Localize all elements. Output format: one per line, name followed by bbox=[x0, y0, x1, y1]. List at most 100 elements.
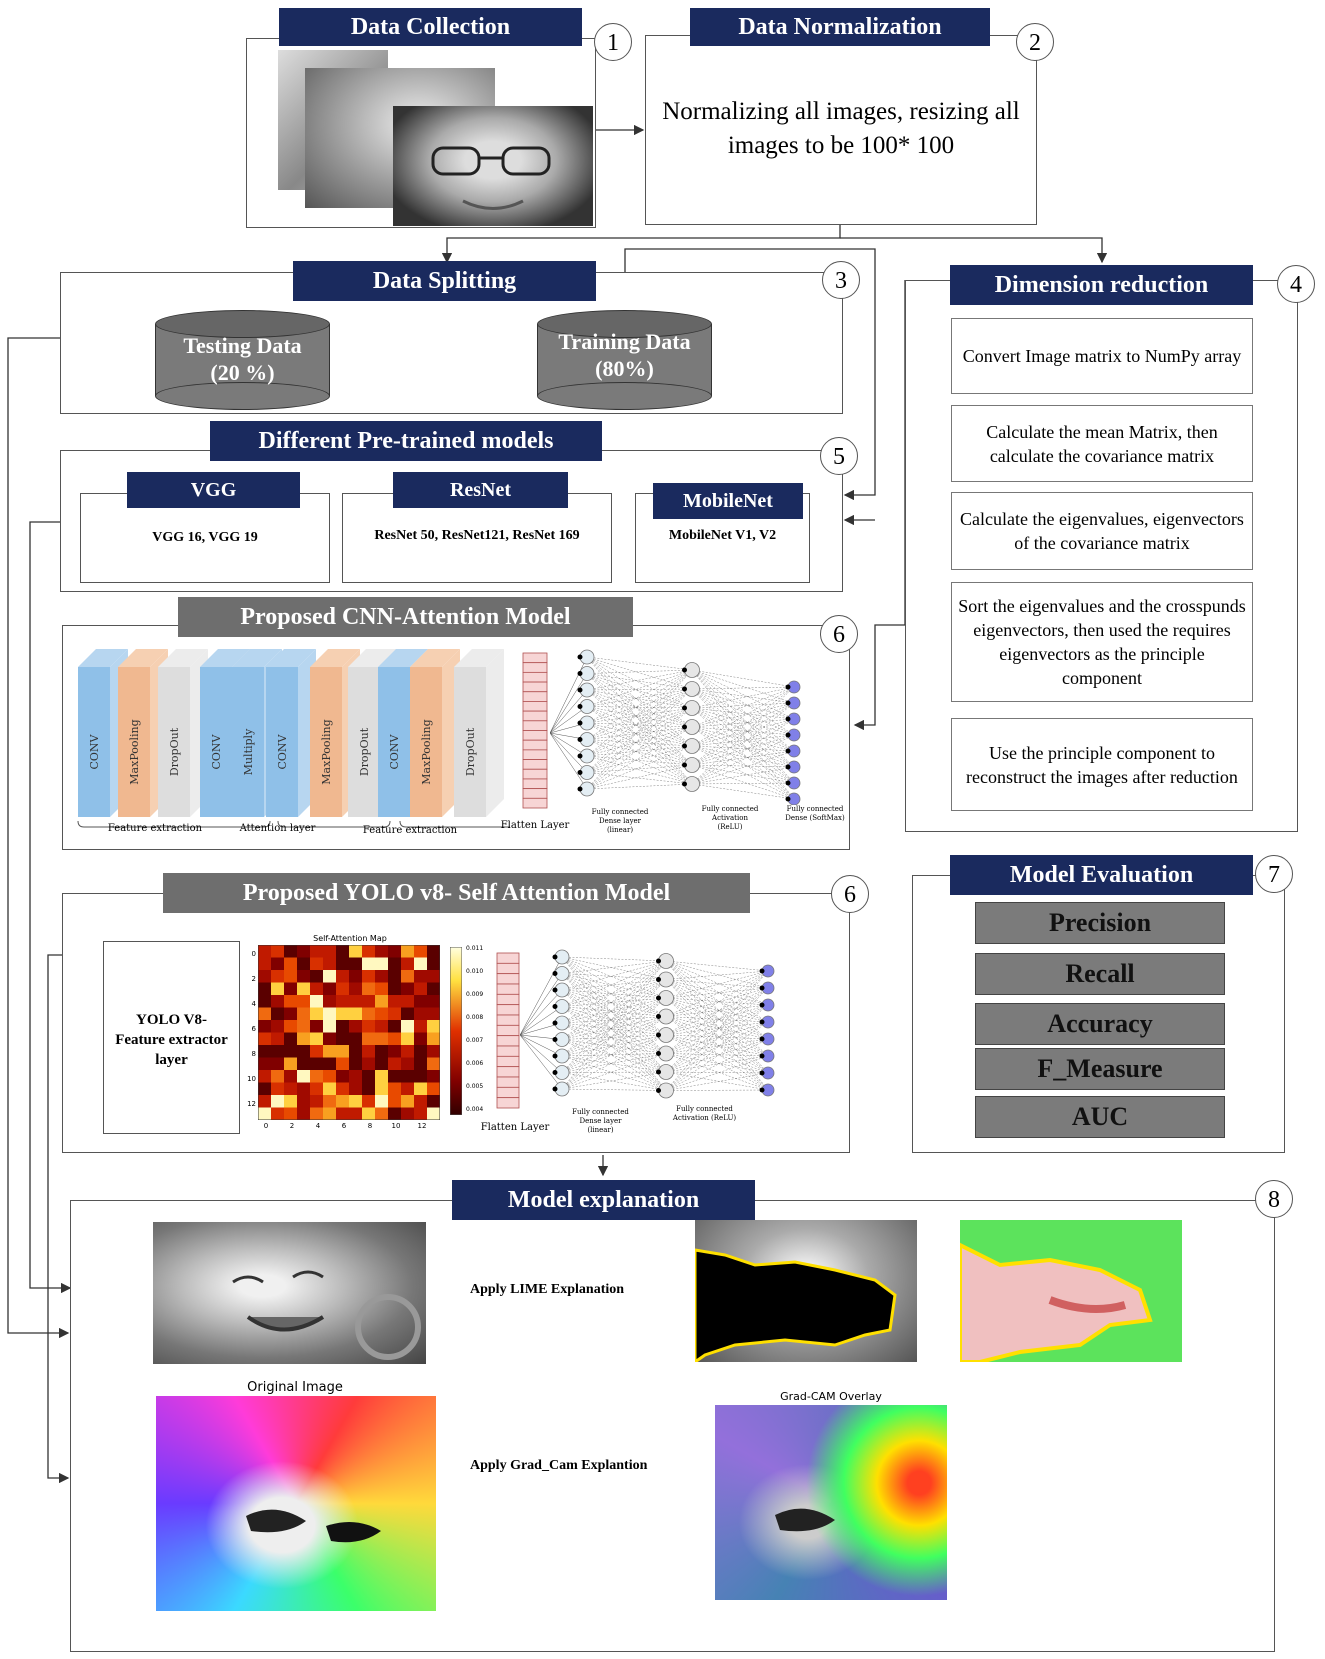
nn-edge bbox=[586, 739, 693, 747]
nn-edge bbox=[561, 989, 667, 1017]
nn-edge bbox=[691, 686, 795, 728]
heatmap-cell bbox=[323, 957, 337, 971]
heatmap-cell bbox=[258, 1057, 272, 1071]
nn-edge bbox=[691, 783, 795, 800]
nn-edge bbox=[665, 1038, 769, 1091]
heatmap-cell bbox=[284, 982, 298, 996]
nn-edge bbox=[665, 1004, 769, 1017]
nn-edge bbox=[691, 702, 795, 766]
nn-edge bbox=[561, 973, 667, 1054]
nn-node-dot bbox=[577, 770, 583, 775]
nn-edge bbox=[691, 726, 795, 784]
nn-edge bbox=[586, 783, 693, 790]
heatmap-cell bbox=[414, 1057, 428, 1071]
heatmap-cell bbox=[349, 1107, 363, 1120]
heatmap-cell bbox=[414, 945, 428, 958]
nn-edge bbox=[561, 979, 667, 1057]
heatmap-cell bbox=[323, 1107, 337, 1120]
data-normalization-box bbox=[645, 35, 1037, 225]
nn-edge bbox=[586, 706, 693, 785]
heatmap-cell bbox=[414, 957, 428, 971]
cnn-layer-block bbox=[200, 667, 232, 817]
nn-edge bbox=[691, 686, 795, 747]
heatmap-x-tick: 10 bbox=[391, 1122, 401, 1130]
nn-edge bbox=[586, 726, 693, 757]
attention-map-title: Self-Attention Map bbox=[313, 934, 387, 943]
nn-edge bbox=[586, 726, 693, 790]
nn-node-dot bbox=[552, 987, 558, 993]
nn-node-dot bbox=[682, 762, 687, 768]
nn-edge bbox=[691, 688, 795, 784]
resnet-title: ResNet bbox=[393, 472, 568, 508]
heatmap-cell bbox=[258, 995, 272, 1008]
heatmap-cell bbox=[388, 970, 402, 983]
nn-edge bbox=[665, 1021, 769, 1073]
dim-step-3: Calculate the eigenvalues, eigenvectors … bbox=[951, 492, 1253, 570]
flatten-cell bbox=[496, 1055, 520, 1068]
explanation-title: Model explanation bbox=[452, 1180, 755, 1220]
nn-node-dot bbox=[656, 1051, 661, 1056]
heatmap-cell bbox=[375, 1070, 389, 1083]
cnn-layer-block bbox=[410, 667, 442, 817]
nn-edge bbox=[561, 956, 667, 1054]
nn-edge bbox=[586, 669, 693, 790]
nn-edge bbox=[561, 997, 667, 1057]
nn-edge bbox=[561, 1022, 667, 1054]
heatmap-cell bbox=[375, 1007, 389, 1021]
nn-edge bbox=[665, 1089, 769, 1091]
heatmap-colorbar bbox=[450, 947, 462, 1115]
nn-node-dot bbox=[759, 1002, 765, 1008]
nn-edge bbox=[691, 707, 795, 800]
nn-edge bbox=[561, 1071, 667, 1090]
nn-edge bbox=[586, 726, 693, 773]
nn-edge bbox=[561, 1055, 667, 1073]
heatmap-cell bbox=[336, 1045, 350, 1058]
nn-edge bbox=[586, 755, 693, 766]
nn-edge bbox=[691, 702, 795, 709]
heatmap-cell bbox=[401, 945, 415, 958]
heatmap-cell bbox=[349, 1095, 363, 1108]
nn-edge bbox=[561, 956, 667, 1073]
cnn-layer-block bbox=[118, 667, 150, 817]
heatmap-cell bbox=[258, 1020, 272, 1033]
heatmap-cell bbox=[375, 995, 389, 1008]
nn-edge bbox=[691, 764, 795, 768]
nn-edge bbox=[691, 718, 795, 728]
nn-edge bbox=[561, 989, 667, 1054]
nn-edge bbox=[561, 1006, 667, 1073]
normalization-text: Normalizing all images, resizing all ima… bbox=[662, 98, 1020, 159]
heatmap-cell bbox=[427, 1007, 440, 1021]
group-bracket bbox=[277, 820, 391, 828]
nn-edge bbox=[691, 745, 795, 768]
nn-edge bbox=[665, 979, 769, 1006]
nn-edge bbox=[550, 732, 588, 790]
heatmap-cell bbox=[388, 1107, 402, 1120]
nn-edge bbox=[561, 1016, 667, 1090]
heatmap-x-tick: 12 bbox=[417, 1122, 427, 1130]
heatmap-cell bbox=[284, 1057, 298, 1071]
heatmap-cell bbox=[297, 1057, 311, 1071]
heatmap-cell bbox=[427, 1032, 440, 1046]
heatmap-cell bbox=[284, 957, 298, 971]
step-number-4: 4 bbox=[1277, 265, 1315, 303]
nn-edge bbox=[586, 656, 693, 766]
heatmap-y-tick: 2 bbox=[251, 975, 256, 983]
heatmap-cell bbox=[401, 1095, 415, 1108]
heatmap-cell bbox=[362, 1095, 376, 1108]
nn-edge bbox=[665, 1004, 769, 1054]
nn-edge bbox=[586, 764, 693, 773]
heatmap-cell bbox=[388, 1095, 402, 1108]
nn-node-dot bbox=[682, 781, 687, 787]
cnn-group-label-2: Attention layer bbox=[239, 823, 316, 834]
heatmap-cell bbox=[414, 1007, 428, 1021]
vgg-box bbox=[80, 493, 330, 583]
heatmap-cell bbox=[375, 1045, 389, 1058]
nn-edge bbox=[665, 1053, 769, 1057]
heatmap-cell bbox=[310, 1095, 324, 1108]
flatten-cell bbox=[496, 993, 520, 1006]
heatmap-cell bbox=[271, 1007, 285, 1021]
yolo-extractor-box bbox=[103, 941, 240, 1134]
nn-edge bbox=[561, 1022, 667, 1073]
nn-edge bbox=[561, 1016, 667, 1057]
